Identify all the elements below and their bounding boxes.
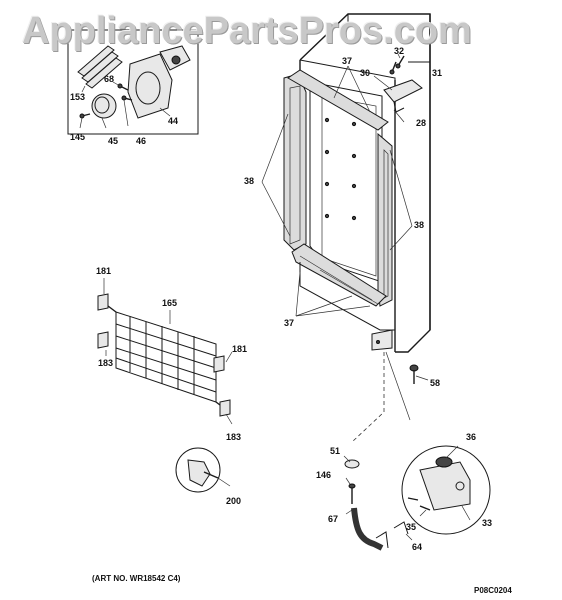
- callout-51: 51: [330, 446, 341, 456]
- callout-44: 44: [168, 116, 179, 126]
- callout-68: 68: [104, 74, 115, 84]
- callout-45: 45: [108, 136, 119, 146]
- diagram-code: P08C0204: [474, 586, 512, 595]
- callout-46: 46: [136, 136, 147, 146]
- callout-200: 200: [226, 496, 242, 506]
- callout-146: 146: [316, 470, 332, 480]
- callout-153: 153: [70, 92, 86, 102]
- callout-31: 31: [432, 68, 443, 78]
- callout-35: 35: [406, 522, 417, 532]
- inset-box: [67, 29, 199, 135]
- callout-58: 58: [430, 378, 441, 388]
- callout-67: 67: [328, 514, 339, 524]
- drain-plug: [175, 447, 231, 493]
- callout-165: 165: [162, 298, 178, 308]
- callout-32: 32: [394, 46, 405, 56]
- callout-37-top: 37: [342, 56, 353, 66]
- callout-37-bottom: 37: [284, 318, 295, 328]
- cabinet-body: [261, 13, 431, 353]
- callout-183-left: 183: [98, 358, 114, 368]
- callout-30: 30: [360, 68, 371, 78]
- callout-38-left: 38: [244, 176, 255, 186]
- callout-181-right: 181: [232, 344, 248, 354]
- callout-33: 33: [482, 518, 493, 528]
- callout-181-top: 181: [96, 266, 112, 276]
- callout-38-right: 38: [414, 220, 425, 230]
- watermark: AppliancePartsPros.com: [22, 10, 472, 52]
- shelf-basket: [97, 278, 233, 425]
- callout-36: 36: [466, 432, 477, 442]
- callout-145: 145: [70, 132, 86, 142]
- callout-183-right: 183: [226, 432, 242, 442]
- drain-assembly: [343, 351, 491, 551]
- art-number: (ART NO. WR18542 C4): [92, 574, 181, 583]
- callout-64: 64: [412, 542, 423, 552]
- callout-28: 28: [416, 118, 427, 128]
- leveling-screw: [409, 364, 429, 384]
